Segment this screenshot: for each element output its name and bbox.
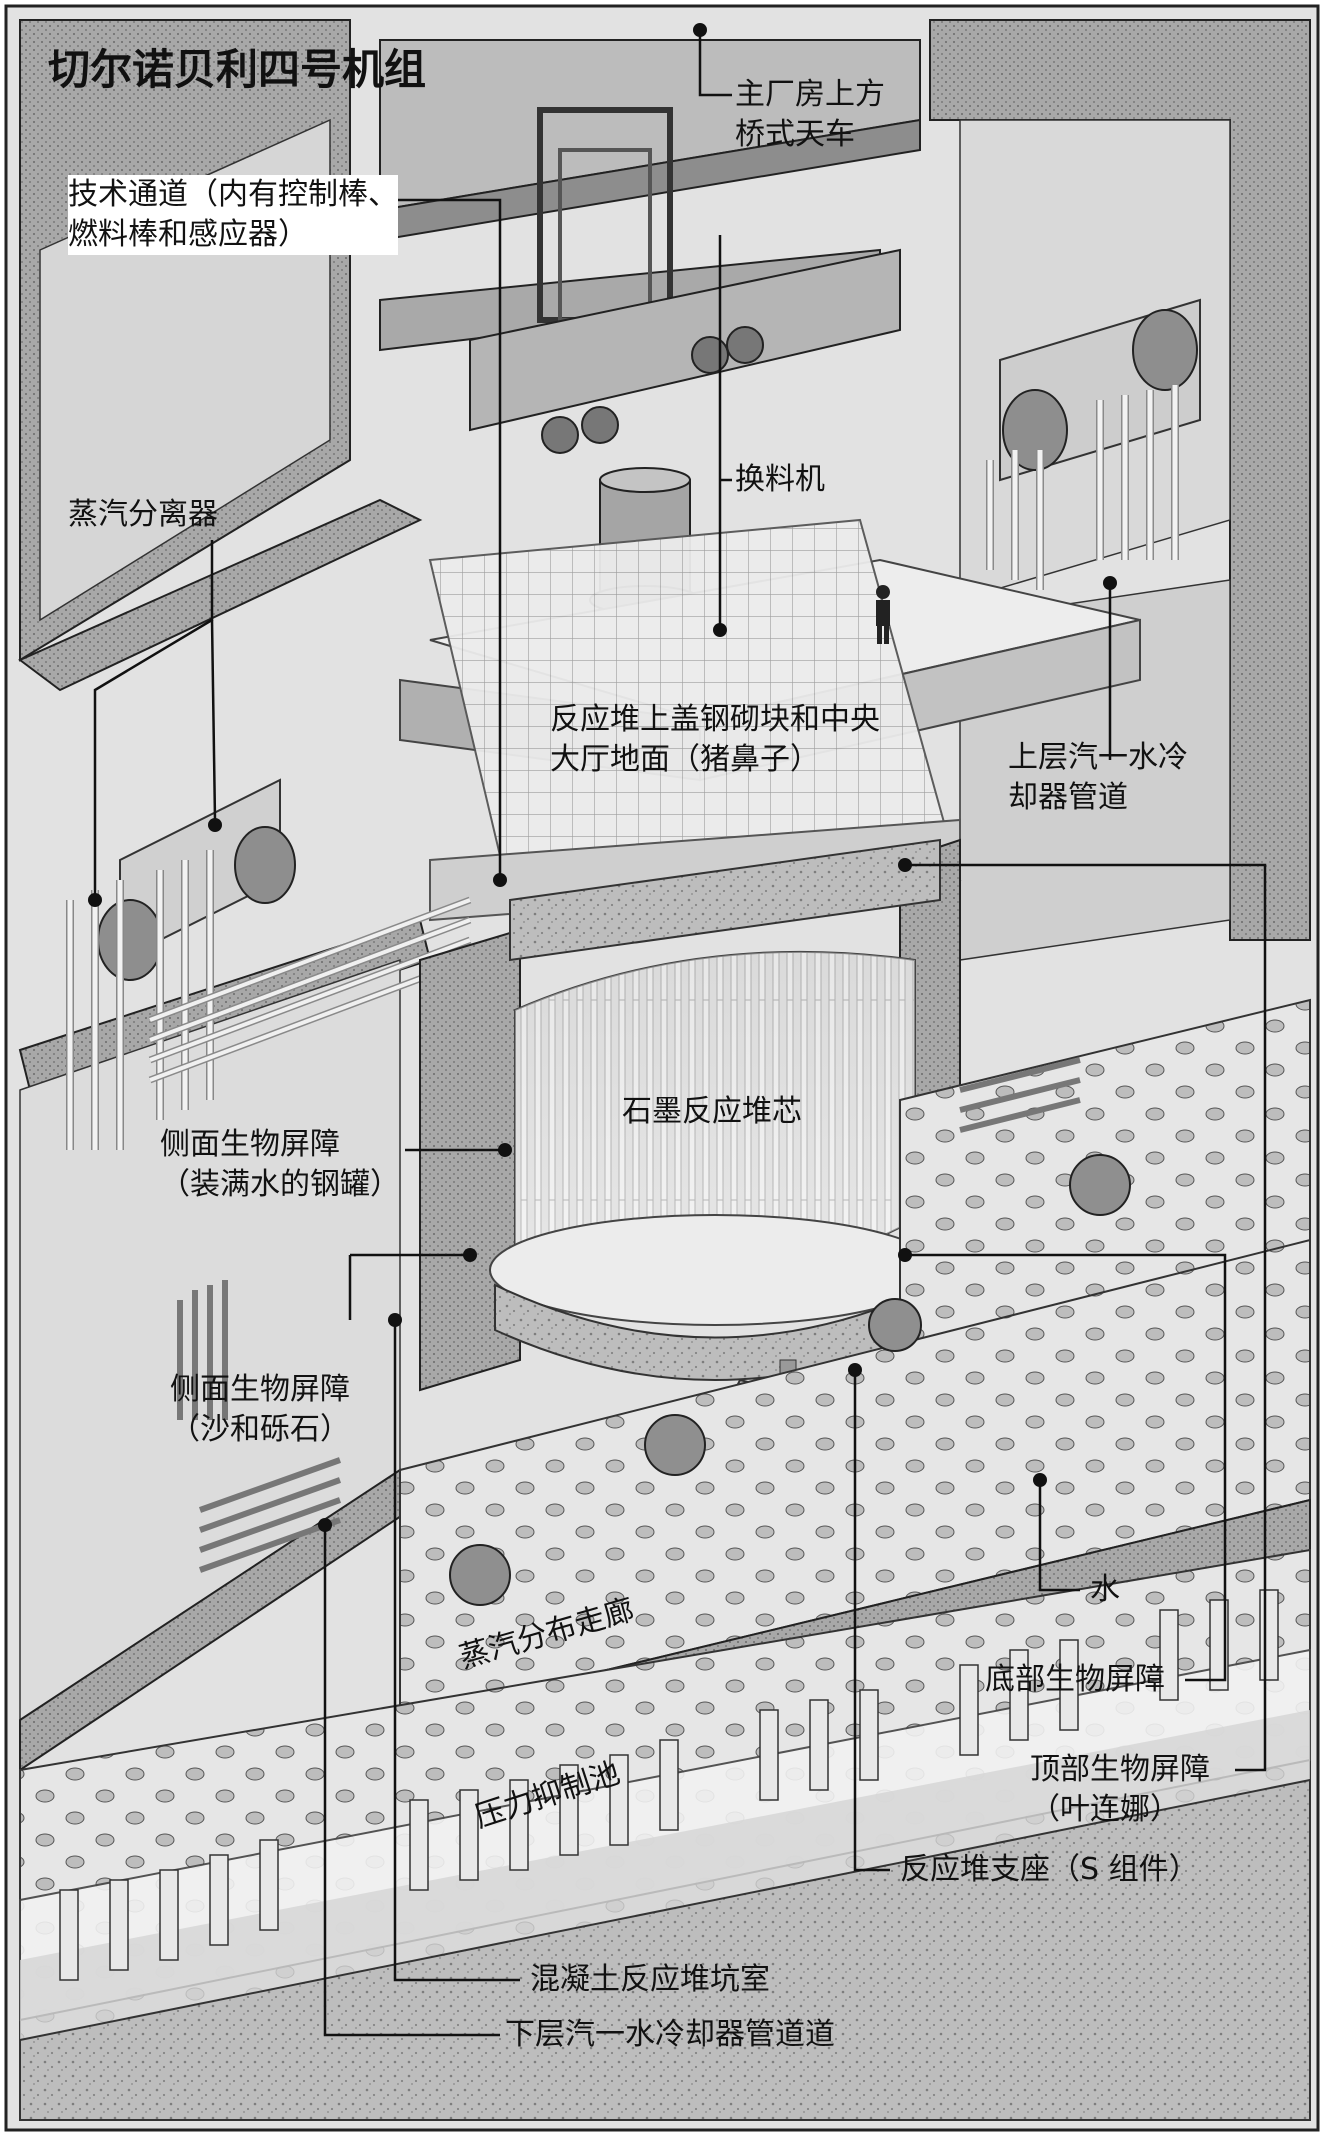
label-bottom-shield: 底部生物屏障 — [985, 1662, 1165, 1697]
label-side-shield-water-line1: 侧面生物屏障 — [160, 1127, 340, 1162]
label-lower-pipes: 下层汽一水冷却器管道道 — [505, 2017, 835, 2052]
label-upper-pipes-line1: 上层汽一水冷 — [1008, 740, 1188, 775]
label-core: 石墨反应堆芯 — [622, 1094, 802, 1129]
leader-dots — [88, 23, 1117, 1532]
label-crane-line1: 主厂房上方 — [735, 77, 885, 112]
label-tech-channel-line2: 燃料棒和感应器） — [68, 217, 308, 252]
label-side-shield-water: 侧面生物屏障 （装满水的钢罐） — [160, 1125, 400, 1205]
label-concrete-cavity: 混凝土反应堆坑室 — [530, 1962, 770, 1997]
label-side-shield-sand: 侧面生物屏障 （沙和砾石） — [170, 1370, 350, 1450]
label-upper-lid-line1: 反应堆上盖钢砌块和中央 — [550, 702, 880, 737]
steam-separators-left — [66, 778, 472, 1150]
leader-lines — [93, 30, 1267, 2037]
lower-pipe-bundles — [177, 1057, 1081, 1573]
label-steam-separator: 蒸汽分离器 — [68, 497, 218, 532]
label-side-shield-sand-line1: 侧面生物屏障 — [170, 1372, 350, 1407]
label-top-shield: 顶部生物屏障 （叶连娜） — [1030, 1750, 1210, 1830]
label-upper-pipes-line2: 却器管道 — [1008, 780, 1128, 815]
label-upper-lid: 反应堆上盖钢砌块和中央 大厅地面（猪鼻子） — [550, 700, 880, 780]
label-crane: 主厂房上方 桥式天车 — [735, 75, 885, 155]
steam-manifolds — [449, 1154, 1131, 1606]
label-reactor-support: 反应堆支座（S 组件） — [900, 1852, 1199, 1887]
steam-separators-right — [986, 298, 1201, 590]
label-tech-channel: 技术通道（内有控制棒、 燃料棒和感应器） — [68, 175, 398, 255]
worker-figure — [876, 585, 890, 644]
diagram-title: 切尔诺贝利四号机组 — [48, 45, 427, 94]
label-water: 水 — [1090, 1572, 1120, 1607]
overhead-crane — [379, 39, 921, 352]
label-upper-pipes: 上层汽一水冷 却器管道 — [1008, 738, 1188, 818]
pool-pipes — [59, 1589, 1279, 1981]
label-tech-channel-line1: 技术通道（内有控制棒、 — [68, 177, 398, 212]
label-refueling-machine: 换料机 — [735, 462, 825, 497]
label-side-shield-sand-line2: （沙和砾石） — [170, 1412, 350, 1447]
label-upper-lid-line2: 大厅地面（猪鼻子） — [550, 742, 820, 777]
label-crane-line2: 桥式天车 — [735, 117, 855, 152]
graphite-core — [489, 950, 941, 1381]
label-top-shield-line2: （叶连娜） — [1030, 1792, 1180, 1827]
label-top-shield-line1: 顶部生物屏障 — [1030, 1752, 1210, 1787]
label-side-shield-water-line2: （装满水的钢罐） — [160, 1167, 400, 1202]
